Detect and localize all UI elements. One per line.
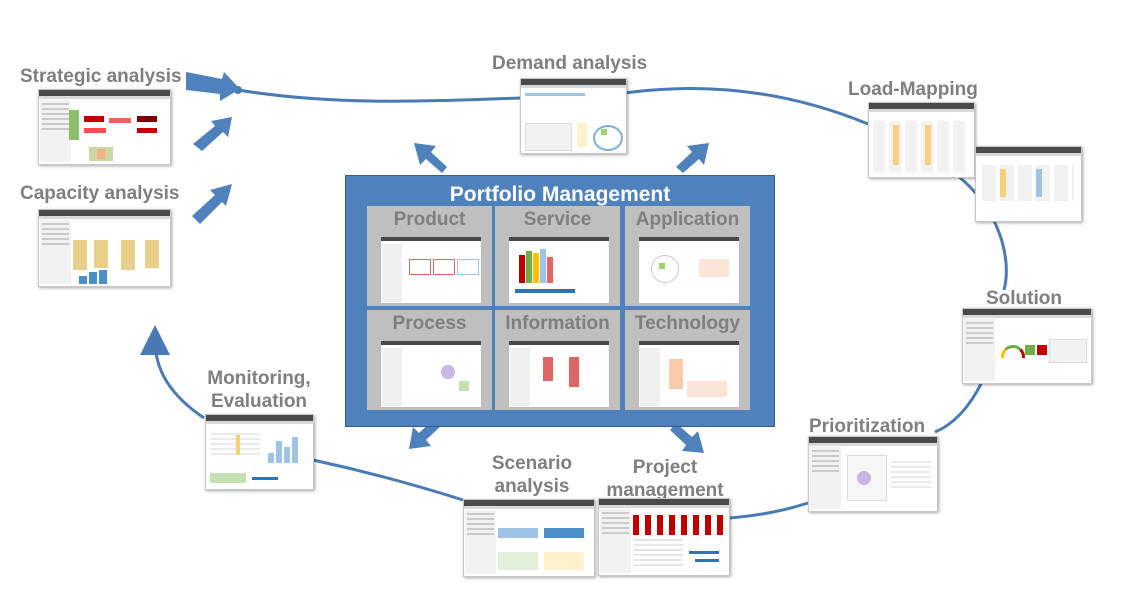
cycle-path-top: [237, 88, 521, 103]
portfolio-management-title: Portfolio Management: [449, 183, 671, 206]
cycle-path-left: [140, 325, 205, 420]
stage-label-project-management: Project management: [598, 456, 732, 502]
cycle-path-top-right: [624, 86, 869, 126]
screenshot-thumbnail-scenario-analysis: [463, 499, 595, 577]
stage-label-line: Evaluation: [210, 391, 308, 412]
screenshot-thumbnail-capacity: [38, 209, 171, 287]
portfolio-cell-label: Service: [523, 209, 592, 230]
arrow-icon: [414, 143, 447, 173]
stage-label-monitoring-evaluation: Monitoring, Evaluation: [198, 367, 320, 413]
screenshot-thumbnail-project-management: [598, 498, 730, 576]
screenshot-thumbnail-demand: [520, 78, 627, 154]
stage-label-capacity-analysis: Capacity analysis: [20, 183, 180, 204]
portfolio-cell-technology: Technology: [625, 310, 750, 410]
screenshot-thumbnail: [380, 340, 482, 408]
stage-label-scenario-analysis: Scenario analysis: [482, 452, 582, 498]
screenshot-thumbnail-prioritization: [808, 436, 938, 512]
cycle-path-right-low: [934, 381, 984, 434]
arrow-icon: [670, 423, 704, 453]
screenshot-thumbnail: [638, 340, 740, 408]
stage-label-line: Scenario: [491, 453, 573, 474]
stage-label-line: Monitoring,: [207, 368, 311, 389]
screenshot-thumbnail-solution: [962, 308, 1092, 384]
stage-label-line: Project: [632, 457, 698, 478]
cycle-path-bottom-left: [312, 458, 464, 502]
portfolio-cell-label: Technology: [634, 313, 741, 334]
arrow-icon: [186, 72, 240, 101]
stage-label-line: management: [606, 480, 724, 501]
portfolio-cell-information: Information: [495, 310, 620, 410]
arrow-icon: [193, 117, 232, 151]
arrow-icon: [192, 184, 232, 224]
stage-label-solution: Solution: [986, 288, 1062, 309]
portfolio-cell-label: Application: [635, 209, 740, 230]
cycle-path-right: [957, 174, 1008, 291]
arrow-icon: [676, 143, 709, 173]
portfolio-cell-application: Application: [625, 206, 750, 306]
screenshot-thumbnail: [508, 340, 610, 408]
screenshot-thumbnail-load-mapping: [868, 102, 975, 178]
screenshot-thumbnail: [380, 236, 482, 304]
screenshot-thumbnail-monitoring: [205, 414, 314, 490]
portfolio-cell-process: Process: [367, 310, 492, 410]
screenshot-thumbnail: [508, 236, 610, 304]
screenshot-thumbnail: [638, 236, 740, 304]
screenshot-thumbnail-load-mapping-2: [975, 146, 1082, 222]
stage-label-line: analysis: [494, 476, 570, 497]
stage-label-strategic-analysis: Strategic analysis: [20, 66, 182, 87]
portfolio-cell-service: Service: [495, 206, 620, 306]
portfolio-cell-label: Product: [393, 209, 466, 230]
cycle-path-bottom-right: [729, 501, 809, 520]
stage-label-demand-analysis: Demand analysis: [492, 53, 648, 74]
portfolio-cell-product: Product: [367, 206, 492, 306]
screenshot-thumbnail-strategic: [38, 89, 171, 165]
stage-label-prioritization: Prioritization: [809, 416, 926, 437]
stage-label-load-mapping: Load-Mapping: [848, 79, 978, 100]
portfolio-cell-label: Information: [505, 313, 610, 334]
portfolio-cell-label: Process: [392, 313, 467, 334]
portfolio-management-box: Portfolio Management Product Service App…: [345, 175, 775, 427]
